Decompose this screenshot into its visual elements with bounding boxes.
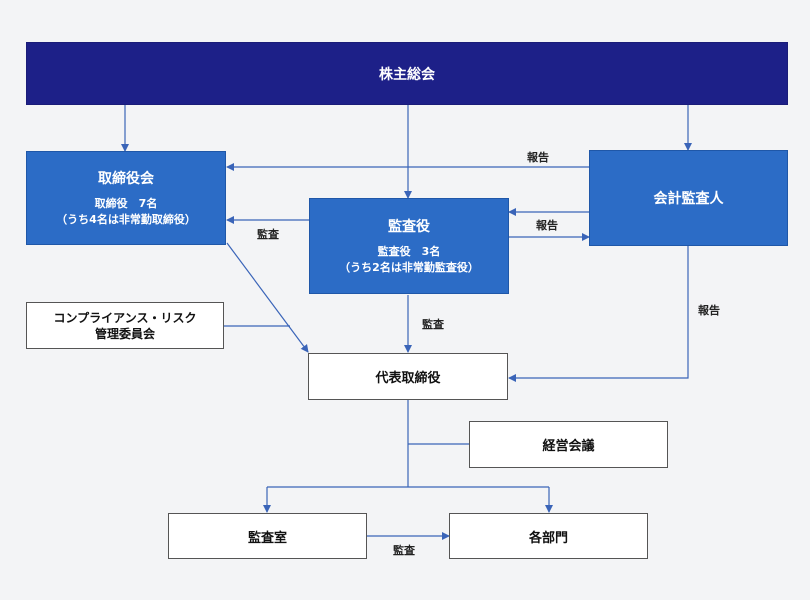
shareholders-meeting-node: 株主総会 bbox=[26, 42, 788, 105]
accounting-auditor-node: 会計監査人 bbox=[589, 150, 788, 246]
audit-label-departments: 監査 bbox=[393, 544, 415, 557]
report-label-right: 報告 bbox=[698, 304, 720, 317]
report-label-top: 報告 bbox=[527, 151, 549, 164]
audit-label-president: 監査 bbox=[422, 318, 444, 331]
accounting-auditor-title: 会計監査人 bbox=[653, 191, 724, 207]
president-title: 代表取締役 bbox=[375, 371, 441, 386]
audit-label-board: 監査 bbox=[257, 228, 279, 241]
shareholders-meeting-title: 株主総会 bbox=[379, 66, 435, 83]
auditors-title: 監査役 bbox=[388, 219, 430, 235]
audit-office-node: 監査室 bbox=[168, 513, 367, 559]
board-title: 取締役会 bbox=[98, 171, 154, 187]
board-count: 取締役 7名 bbox=[94, 197, 158, 210]
compliance-line1: コンプライアンス・リスク bbox=[53, 310, 197, 325]
report-label-mid: 報告 bbox=[536, 219, 558, 232]
arrow-accounting-president bbox=[508, 246, 689, 382]
management-meeting-title: 経営会議 bbox=[542, 439, 595, 454]
auditors-count: 監査役 3名 bbox=[377, 245, 441, 258]
auditors-node: 監査役 監査役 3名 （うち2名は非常勤監査役） bbox=[309, 198, 509, 294]
departments-title: 各部門 bbox=[528, 530, 568, 546]
president-node: 代表取締役 bbox=[308, 353, 508, 400]
departments-node: 各部門 bbox=[449, 513, 648, 559]
arrow-board-president bbox=[226, 242, 309, 353]
compliance-line2: 管理委員会 bbox=[94, 326, 155, 341]
auditors-note: （うち2名は非常勤監査役） bbox=[339, 261, 479, 274]
management-meeting-node: 経営会議 bbox=[469, 421, 668, 468]
board-node: 取締役会 取締役 7名 （うち4名は非常勤取締役） bbox=[26, 151, 226, 245]
audit-office-title: 監査室 bbox=[247, 530, 287, 546]
board-note: （うち4名は非常勤取締役） bbox=[56, 213, 196, 226]
compliance-committee-node: コンプライアンス・リスク 管理委員会 bbox=[26, 302, 224, 349]
